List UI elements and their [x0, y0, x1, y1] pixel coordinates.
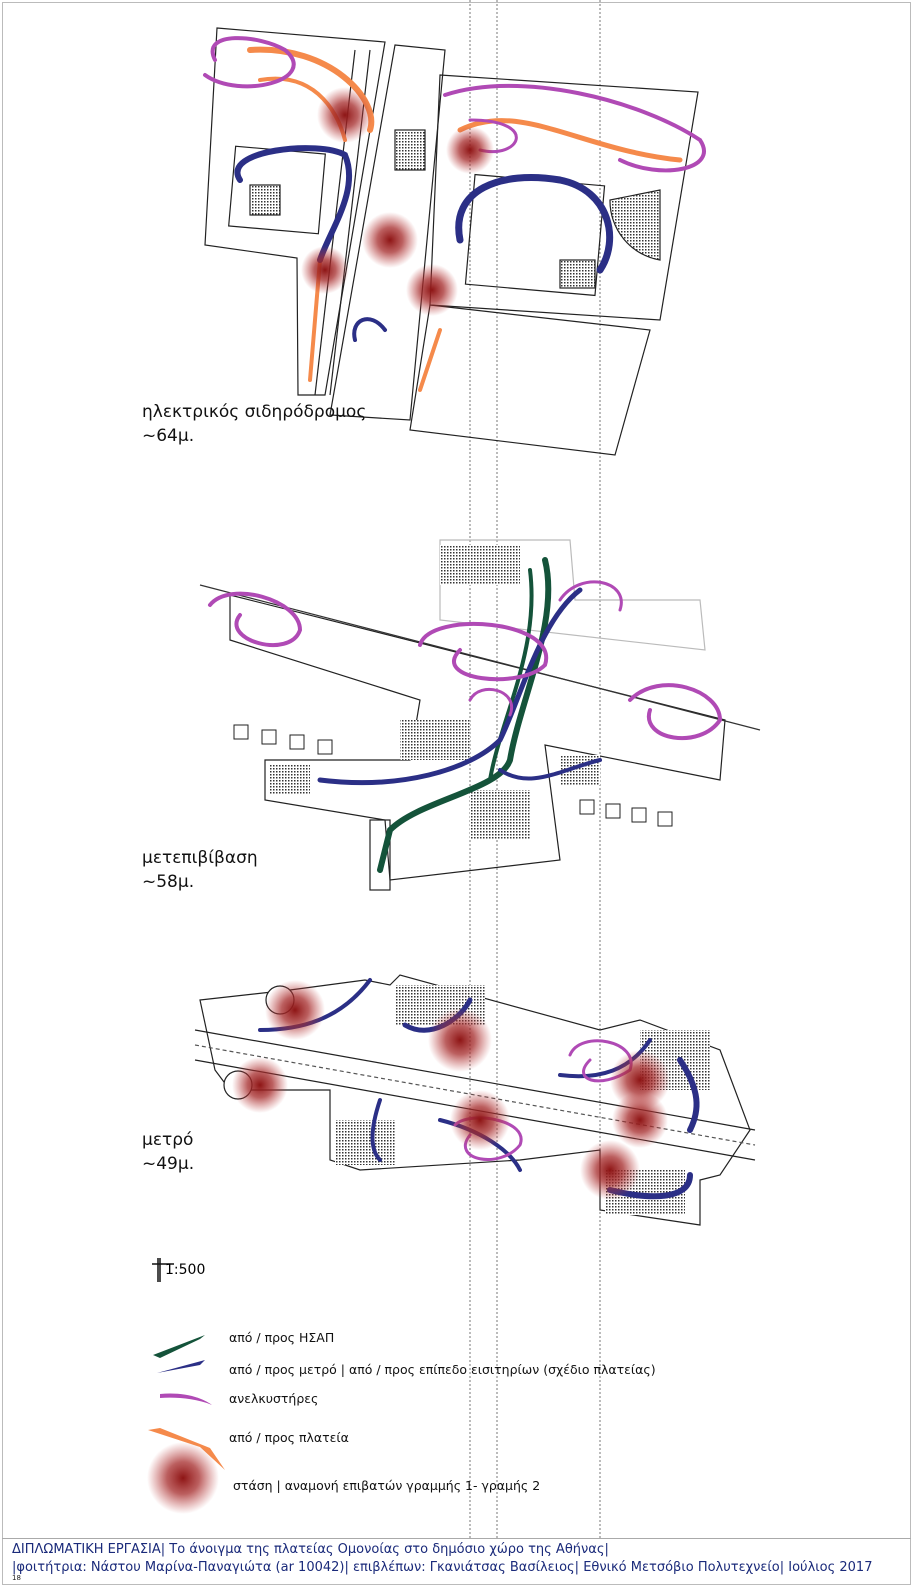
path-shape — [457, 118, 683, 163]
circle-shape — [446, 126, 494, 174]
level-name: μετεπιβίβαση — [142, 848, 258, 868]
path-shape — [234, 145, 353, 263]
circle-shape — [428, 1008, 492, 1072]
footer-credits: |φοιτήτρια: Νάστου Μαρίνα-Παναγιώτα (ar … — [12, 1560, 873, 1575]
polygon-shape — [429, 74, 699, 321]
path-shape — [443, 83, 706, 173]
path-shape — [418, 621, 549, 682]
legend-swatches — [147, 1335, 225, 1514]
waiting-zones-level1 — [301, 87, 494, 316]
path-shape — [628, 683, 723, 741]
level-label-electric-railway: ηλεκτρικός σιδηρόδρομος ~64μ. — [142, 400, 366, 448]
flows-transfer — [208, 557, 723, 873]
line-shape — [199, 584, 761, 731]
legend-label-square: από / προς πλατεία — [229, 1430, 349, 1445]
plan-transfer — [199, 539, 761, 891]
rect-shape — [289, 734, 305, 750]
circle-shape — [612, 1092, 668, 1148]
path-shape — [498, 758, 602, 781]
scale-cross-icon — [152, 1258, 174, 1282]
path-shape — [352, 317, 387, 342]
path-shape — [455, 174, 614, 274]
rect-shape — [270, 765, 310, 795]
circle-shape — [265, 980, 325, 1040]
path-shape — [370, 1098, 382, 1162]
scale-label: 1:500 — [165, 1262, 206, 1278]
circle-shape — [232, 1057, 288, 1113]
rect-shape — [233, 724, 249, 740]
rect-shape — [559, 259, 596, 289]
level-name: ηλεκτρικός σιδηρόδρομος — [142, 402, 367, 422]
path-shape — [558, 580, 623, 612]
path-shape — [377, 557, 552, 873]
circle-shape — [301, 246, 349, 294]
level-depth: ~49μ. — [142, 1154, 195, 1174]
circle-shape — [317, 87, 373, 143]
rect-shape — [631, 807, 647, 823]
level-name: μετρό — [142, 1130, 194, 1150]
level-label-transfer: μετεπιβίβαση ~58μ. — [142, 846, 258, 894]
path-shape — [317, 587, 583, 786]
legend-label-waiting: στάση | αναμονή επιβατών γραμμής 1- γραμ… — [233, 1478, 541, 1493]
rect-shape — [657, 811, 673, 827]
legend-swatch-hsap — [153, 1335, 205, 1358]
page-number: 18 — [12, 1574, 21, 1582]
legend-swatch-waiting — [147, 1442, 219, 1514]
circle-shape — [610, 1050, 670, 1110]
rect-shape — [579, 799, 595, 815]
legend-label-hsap: από / προς ΗΣΑΠ — [229, 1330, 335, 1345]
line-shape — [194, 1044, 756, 1146]
footer-divider — [2, 1538, 911, 1539]
level-label-metro: μετρό ~49μ. — [142, 1128, 194, 1176]
footer-title: ΔΙΠΛΩΜΑΤΙΚΗ ΕΡΓΑΣΙΑ| Το άνοιγμα της πλατ… — [12, 1542, 609, 1557]
path-shape — [677, 1057, 700, 1133]
legend-swatch-square — [148, 1428, 225, 1470]
rect-shape — [470, 790, 530, 840]
elevator-boxes-level2 — [233, 724, 673, 827]
polygon-shape — [204, 27, 386, 396]
path-shape — [208, 591, 303, 647]
legend-label-metro: από / προς μετρό | από / προς επίπεδο ει… — [229, 1362, 656, 1377]
level-depth: ~64μ. — [142, 426, 195, 446]
polygon-shape — [199, 974, 751, 1226]
rect-shape — [605, 803, 621, 819]
circle-shape — [450, 1090, 510, 1150]
rect-shape — [317, 739, 333, 755]
rect-shape — [394, 129, 426, 171]
path-shape — [418, 328, 442, 392]
polygon-shape — [329, 44, 446, 421]
path-shape — [468, 687, 514, 717]
level-depth: ~58μ. — [142, 872, 195, 892]
circle-shape — [406, 264, 458, 316]
polygon-shape — [439, 539, 706, 651]
rect-shape — [440, 545, 520, 585]
legend-label-elevators: ανελκυστήρες — [229, 1391, 319, 1406]
legend-swatch-elevators — [160, 1393, 212, 1405]
rect-shape — [261, 729, 277, 745]
rect-shape — [369, 819, 391, 891]
rect-shape — [400, 720, 470, 760]
rect-shape — [249, 184, 281, 216]
circle-shape — [362, 212, 418, 268]
waiting-zones-level3 — [232, 980, 670, 1200]
circle-shape — [580, 1140, 640, 1200]
legend-swatch-metro — [157, 1360, 205, 1373]
path-shape — [488, 568, 534, 782]
rect-shape — [335, 1120, 395, 1165]
path-shape — [203, 36, 296, 89]
polygon-shape — [409, 304, 651, 456]
path-shape — [609, 189, 661, 261]
